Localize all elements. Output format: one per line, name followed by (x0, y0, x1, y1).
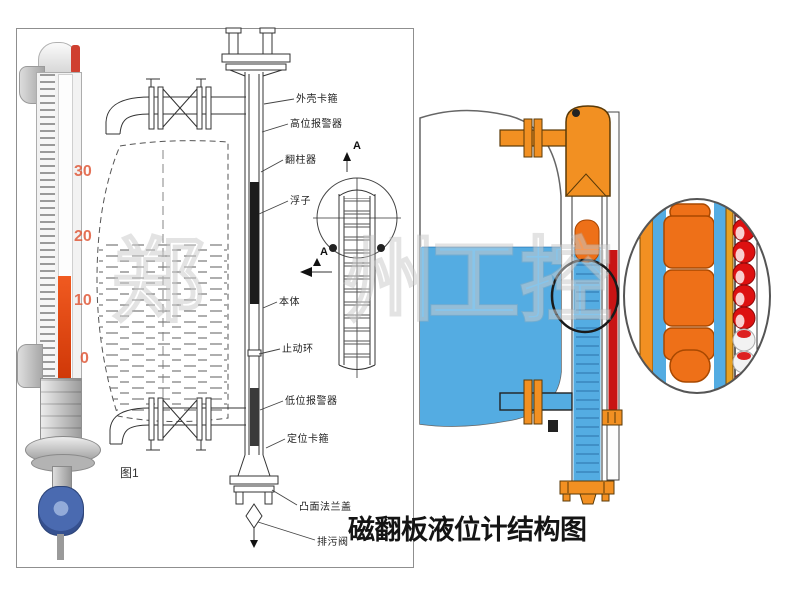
gauge-head (499, 105, 611, 197)
leader-lines (257, 98, 316, 541)
part-label-drain-valve: 排污阀 (317, 537, 349, 548)
scale-tick-30: 30 (74, 163, 92, 180)
scale-tick-20: 20 (74, 228, 92, 245)
scale-tick-0: 0 (80, 350, 89, 367)
part-label-shell-clamp: 外壳卡箍 (296, 94, 338, 105)
level-gauge-column (548, 195, 620, 483)
line-drawing (96, 27, 401, 548)
photo-lower-body (40, 378, 82, 442)
part-label-position-clamp: 定位卡箍 (287, 434, 329, 445)
magnifier-ring (550, 258, 620, 334)
bottom-drain (229, 454, 279, 548)
indicator-balls (732, 199, 756, 393)
part-label-float: 浮子 (290, 196, 311, 207)
part-label-body: 本体 (279, 297, 300, 308)
part-label-stop-ring: 止动环 (282, 344, 314, 355)
section-marker-a-left: A (320, 246, 328, 258)
photo-red-tag (71, 45, 80, 74)
photo-drain-rod (57, 534, 64, 560)
top-flange (221, 27, 291, 77)
float-capsule (663, 203, 715, 383)
float-bar (250, 182, 259, 304)
photo-mount-bracket-bottom (17, 344, 43, 388)
stop-ring (247, 349, 262, 357)
photo-ruler-strip (40, 74, 55, 378)
section-marker-a-top: A (353, 140, 361, 152)
part-label-low-alarm: 低位报警器 (285, 396, 338, 407)
vent-screw (572, 109, 580, 117)
float-in-tube (574, 219, 600, 263)
lower-pipe (109, 397, 246, 451)
part-label-flap-column: 翻柱器 (285, 155, 317, 166)
scale-tick-10: 10 (74, 292, 92, 309)
part-label-high-alarm: 高位报警器 (290, 119, 343, 130)
storage-tank (419, 109, 562, 427)
part-label-flange-cover: 凸面法兰盖 (299, 502, 352, 513)
photo-valve-handwheel (38, 486, 84, 536)
liquid-hatch (99, 240, 227, 412)
detail-circle (623, 198, 771, 394)
colored-diagram (419, 105, 771, 505)
lower-connection (499, 379, 615, 505)
tank-outline (96, 140, 229, 423)
diagram-title: 磁翻板液位计结构图 (348, 515, 587, 545)
gauge-chamber (244, 72, 264, 455)
red-level-strip (608, 250, 618, 410)
photo-indicator-red (58, 276, 71, 378)
upper-pipe (105, 78, 246, 135)
section-detail (300, 152, 401, 378)
figure-caption: 图1 (120, 466, 139, 480)
